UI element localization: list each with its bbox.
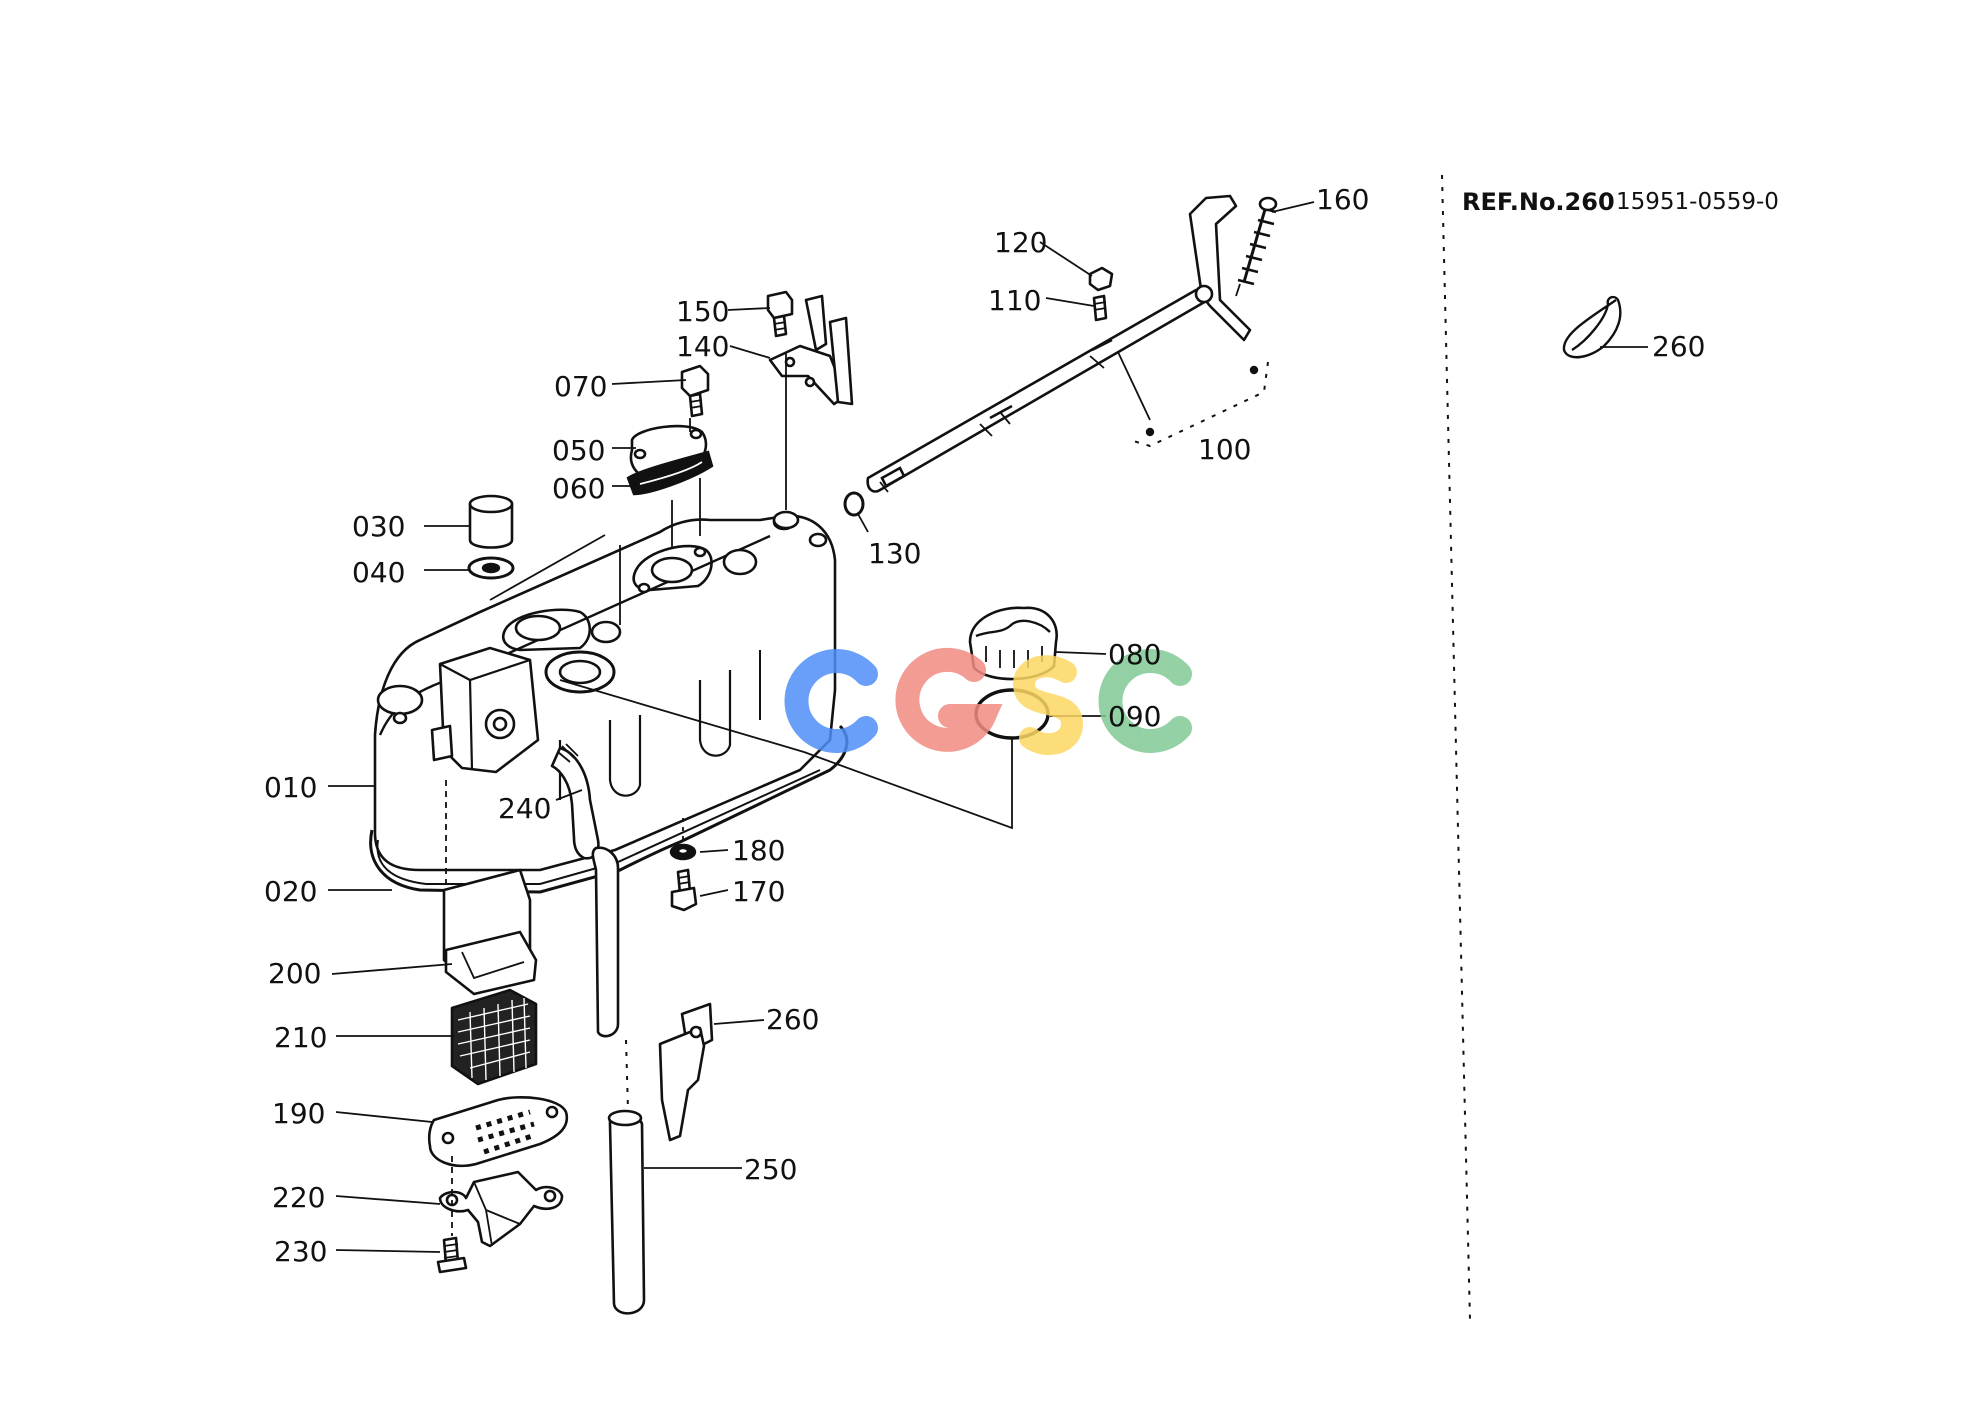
set-screw-110 — [1092, 294, 1108, 322]
label-240: 240 — [498, 792, 551, 825]
bolt-230 — [436, 1236, 468, 1274]
label-140: 140 — [676, 330, 729, 363]
label-180: 180 — [732, 834, 785, 867]
bolt-170 — [670, 868, 698, 912]
filter-element-210 — [450, 988, 538, 1086]
nut-180 — [669, 843, 697, 861]
label-010: 010 — [264, 771, 317, 804]
label-230: 230 — [274, 1235, 327, 1268]
label-160: 160 — [1316, 183, 1369, 216]
label-090: 090 — [1108, 700, 1161, 733]
ref-number-text: REF.No.260 — [1462, 188, 1615, 216]
bolt-070 — [680, 364, 710, 418]
label-080: 080 — [1108, 638, 1161, 671]
label-260-detail: 260 — [1652, 330, 1705, 363]
hose-pipe-250 — [591, 846, 646, 1315]
nut-120 — [1088, 266, 1114, 292]
label-020: 020 — [264, 875, 317, 908]
pin-dot-2 — [1145, 427, 1155, 437]
label-070: 070 — [554, 370, 607, 403]
breather-chamber-200 — [442, 868, 538, 996]
watermark-letter-1 — [895, 647, 1003, 752]
label-100: 100 — [1198, 433, 1251, 466]
spring-160 — [1235, 196, 1278, 297]
label-210: 210 — [274, 1021, 327, 1054]
washer-040 — [467, 556, 515, 580]
ref-part-number: 15951-0559-0 — [1616, 189, 1779, 215]
label-050: 050 — [552, 434, 605, 467]
label-120: 120 — [994, 226, 1047, 259]
hose-clip-260 — [658, 1002, 714, 1142]
assembly-bracket-100 — [1129, 361, 1269, 448]
watermark-letter-0 — [784, 649, 878, 753]
label-190: 190 — [272, 1097, 325, 1130]
watermark-logo — [784, 647, 1192, 756]
mount-hole-140 — [772, 510, 800, 530]
cap-nut-030 — [468, 494, 514, 549]
lever-shaft-100 — [866, 194, 1252, 493]
bolt-150 — [766, 290, 794, 338]
watermark-letter-3 — [1098, 649, 1192, 753]
breather-plate-190 — [427, 1096, 569, 1167]
pin-dot — [1249, 365, 1259, 375]
o-ring-130 — [843, 491, 865, 517]
label-260: 260 — [766, 1003, 819, 1036]
breather-cover-220 — [438, 1170, 564, 1248]
label-130: 130 — [868, 537, 921, 570]
label-200: 200 — [268, 957, 321, 990]
assembly-lines-050 — [671, 418, 701, 548]
label-030: 030 — [352, 510, 405, 543]
hose-ribs — [557, 743, 579, 763]
assembly-bracket-030 — [489, 534, 621, 625]
label-110: 110 — [988, 284, 1041, 317]
clip-detail-drawing — [1562, 295, 1648, 359]
label-150: 150 — [676, 295, 729, 328]
breather-hose-240 — [550, 746, 600, 860]
leader-shaft-pin — [1117, 351, 1151, 421]
watermark-letter-2 — [1012, 655, 1084, 756]
label-060: 060 — [552, 472, 605, 505]
label-170: 170 — [732, 875, 785, 908]
bracket-140 — [768, 294, 854, 406]
assembly-line-080 — [559, 679, 1013, 830]
gasket-060 — [626, 450, 714, 496]
label-220: 220 — [272, 1181, 325, 1214]
label-250: 250 — [744, 1153, 797, 1186]
section-divider — [1441, 174, 1471, 1321]
label-040: 040 — [352, 556, 405, 589]
